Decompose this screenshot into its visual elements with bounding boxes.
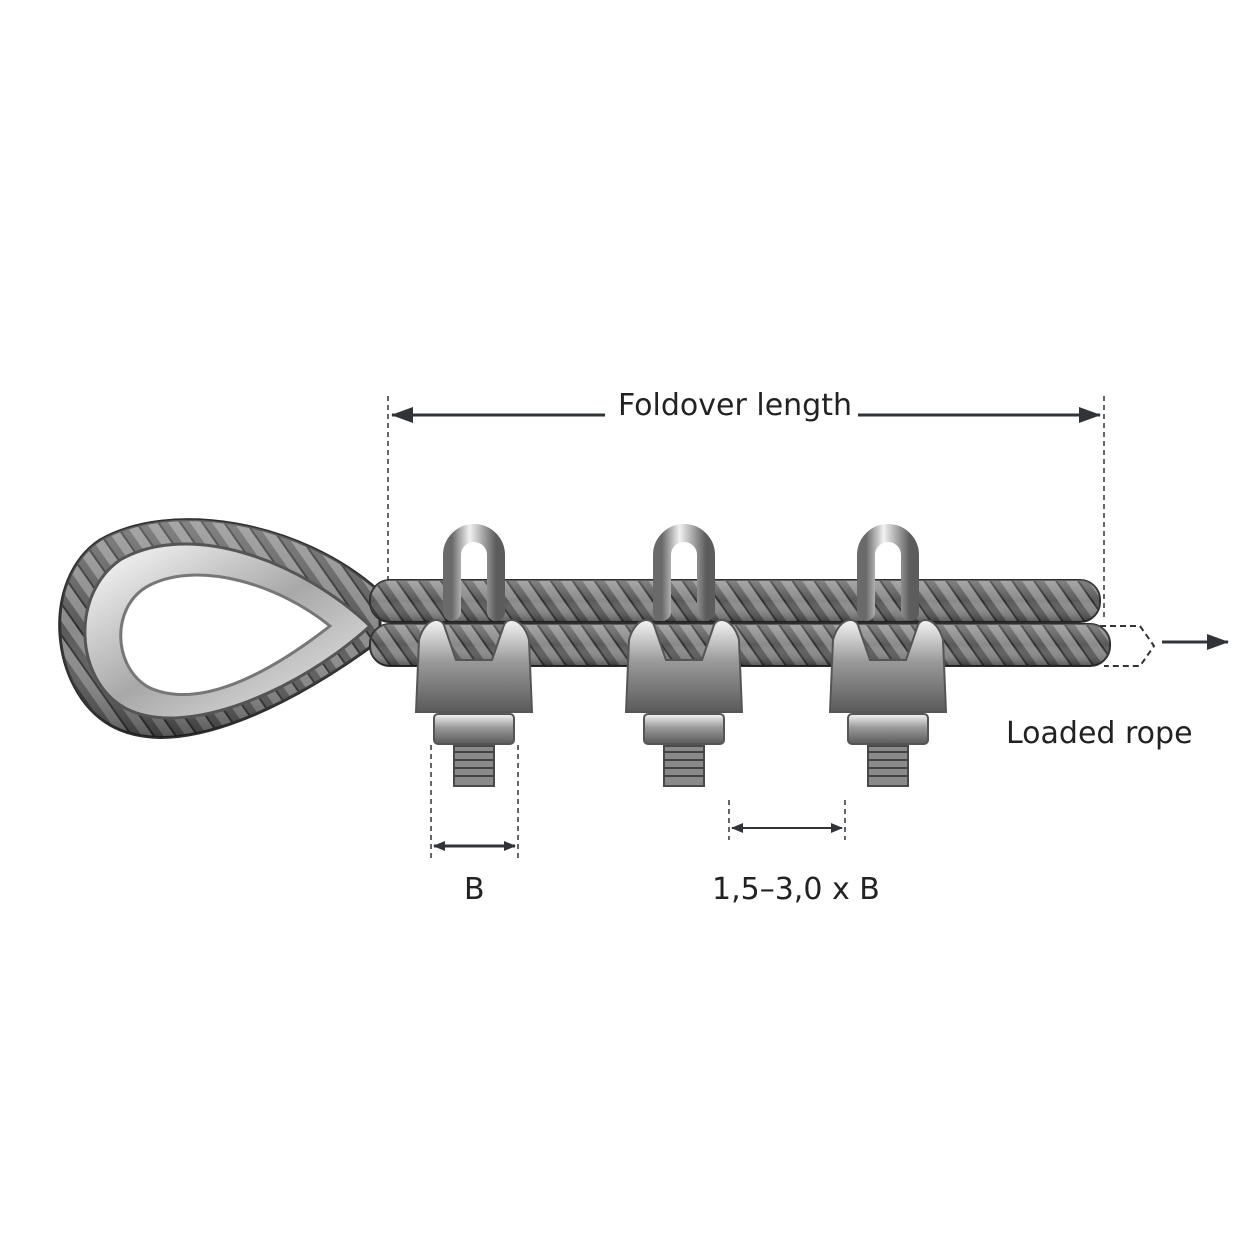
clip-spacing-dimension	[728, 800, 846, 840]
wire-rope-clip-1	[414, 524, 534, 787]
clip-width-dimension	[430, 745, 519, 862]
clip-width-label: B	[464, 872, 485, 907]
loaded-rope-label: Loaded rope	[1006, 716, 1193, 751]
loaded-rope-indicator	[1100, 625, 1229, 667]
thimble	[83, 542, 373, 720]
foldover-dimension	[387, 396, 1105, 620]
wire-rope-clip-3	[828, 524, 948, 787]
rope-upper-run	[369, 579, 1101, 623]
wire-rope-clip-2	[624, 524, 744, 787]
loaded-rope-dashed-outline	[1100, 625, 1156, 667]
clip-spacing-label: 1,5–3,0 x B	[712, 872, 880, 907]
foldover-length-label: Foldover length	[612, 388, 858, 423]
